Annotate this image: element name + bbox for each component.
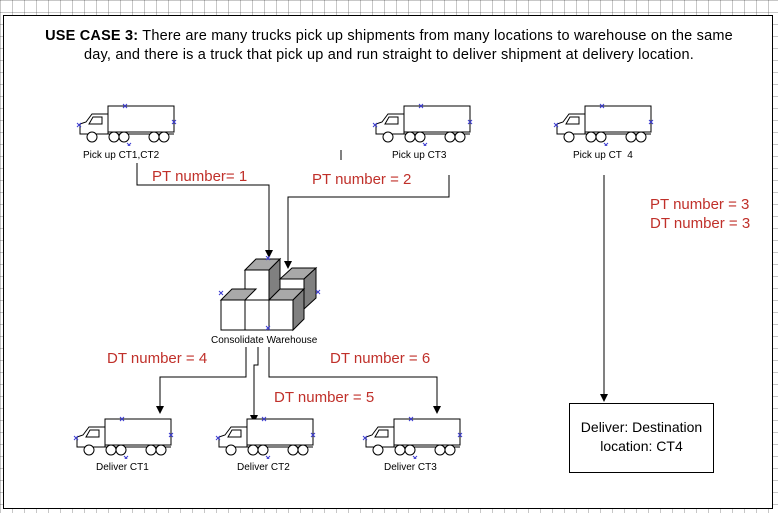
truck-icon <box>372 103 473 146</box>
title-line1: There are many trucks pick up shipments … <box>142 28 733 44</box>
truck-icon <box>362 416 463 459</box>
deliver-ct1-label: Deliver CT1 <box>96 462 149 473</box>
pickup-ct1-ct2-label: Pick up CT1,CT2 <box>83 150 160 161</box>
connector-warehouse-deliver3 <box>268 347 441 414</box>
connector-pickup1-warehouse <box>136 163 273 258</box>
truck-icon <box>215 416 316 459</box>
pickup-ct4-label: Pick up CT 4 <box>573 150 633 161</box>
diagram-title: USE CASE 3: There are many trucks pick u… <box>8 27 770 65</box>
destination-box: Deliver: Destination location: CT4 <box>569 403 714 473</box>
deliver-ct3-label: Deliver CT3 <box>384 462 437 473</box>
pt-number-2-label: PT number = 2 <box>312 171 412 188</box>
dt-number-6-label: DT number = 6 <box>330 350 431 367</box>
truck-icon <box>553 103 654 146</box>
destination-line2: location: CT4 <box>600 438 683 454</box>
connector-warehouse-deliver1 <box>156 347 247 414</box>
connector-warehouse-deliver2 <box>250 347 259 423</box>
connector-pickup2-warehouse <box>284 175 450 269</box>
dt-number-4-label: DT number = 4 <box>107 350 208 367</box>
dt-number-5-label: DT number = 5 <box>274 389 375 406</box>
title-prefix: USE CASE 3: <box>45 28 139 44</box>
destination-line1: Deliver: Destination <box>580 419 703 435</box>
truck-icon <box>76 103 177 146</box>
pickup-ct3-label: Pick up CT3 <box>392 150 447 161</box>
boxes-warehouse-icon <box>218 256 321 332</box>
warehouse-label: Consolidate Warehouse <box>211 335 318 346</box>
truck-icon <box>73 416 174 459</box>
dt-number-3-label: DT number = 3 <box>650 215 751 232</box>
pt-number-3-label: PT number = 3 <box>650 196 750 213</box>
deliver-ct2-label: Deliver CT2 <box>237 462 290 473</box>
pt-number-1-label: PT number= 1 <box>152 168 248 185</box>
title-line2: day, and there is a truck that pick up a… <box>84 47 694 63</box>
